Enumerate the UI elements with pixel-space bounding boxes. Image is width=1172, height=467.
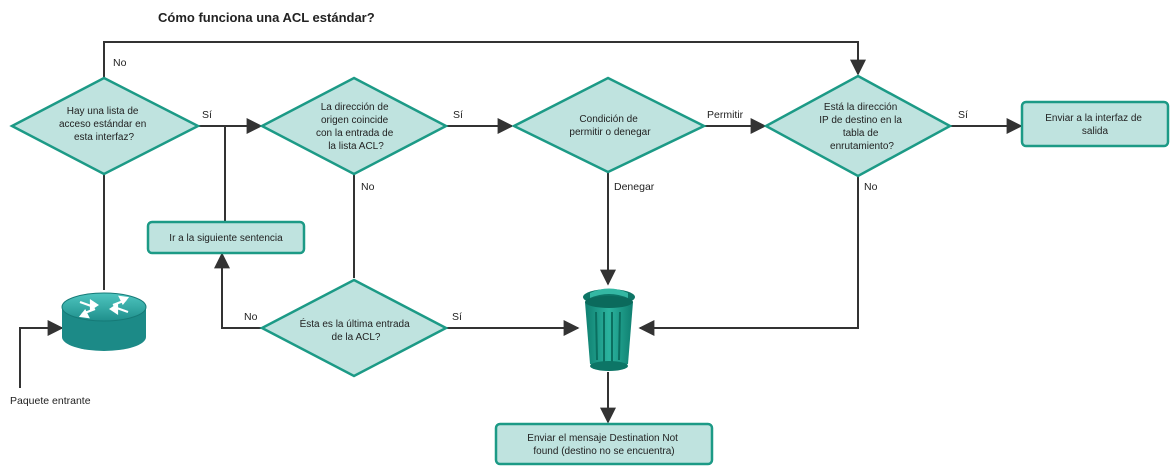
d2-line-1: La dirección de xyxy=(321,102,389,113)
edge-incoming-to-router xyxy=(19,320,64,388)
b-notfound-line-1: Enviar el mensaje Destination Not xyxy=(527,433,678,444)
svg-text:Ésta es la última entrada: Ésta es la última entrada de la ACL? xyxy=(300,317,413,343)
b-notfound-line-2: found (destino no se encuentra) xyxy=(533,446,674,457)
d1-line-2: acceso estándar en xyxy=(59,119,146,130)
b-out-line-2: salida xyxy=(1082,126,1109,137)
d4-line-3: tabla de xyxy=(843,128,879,139)
d3-line-2: permitir o denegar xyxy=(569,127,651,138)
box-destination-not-found: Enviar el mensaje Destination Not found … xyxy=(494,422,714,466)
svg-text:La dirección de origen c: La dirección de origen coincide con la e… xyxy=(316,102,396,152)
decision-d1: Hay una lista de acceso estándar en esta… xyxy=(9,76,201,176)
decision-d4: Está la dirección IP de destino en la ta… xyxy=(763,74,953,178)
label-si-1: Sí xyxy=(202,109,212,121)
svg-text:Ir a la siguiente sentencia: Ir a la siguiente sentencia xyxy=(169,233,283,244)
svg-text:Está la dirección IP de: Está la dirección IP de destino en la ta… xyxy=(819,102,904,152)
svg-text:Hay una lista de acceso: Hay una lista de acceso estándar en esta… xyxy=(59,106,149,143)
box-next-statement: Ir a la siguiente sentencia xyxy=(146,220,306,255)
label-no-d2: No xyxy=(361,181,375,193)
d1-line-3: esta interfaz? xyxy=(74,132,134,143)
label-no-d5: No xyxy=(244,311,258,323)
diagram-title: Cómo funciona una ACL estándar? xyxy=(158,10,375,25)
svg-text:Condición de permitir o: Condición de permitir o denegar xyxy=(569,114,651,138)
decision-d3: Condición de permitir o denegar xyxy=(511,76,707,174)
d3-line-1: Condición de xyxy=(579,114,638,125)
b-next-line-1: Ir a la siguiente sentencia xyxy=(169,233,283,244)
connectors xyxy=(19,41,1023,424)
b-out-line-1: Enviar a la interfaz de xyxy=(1045,113,1142,124)
d2-line-3: con la entrada de xyxy=(316,128,394,139)
decision-d5: Ésta es la última entrada de la ACL? xyxy=(259,278,449,378)
trash-can-icon xyxy=(583,288,635,371)
d4-line-4: enrutamiento? xyxy=(830,141,894,152)
edge-d1-no-to-d4 xyxy=(103,41,866,78)
label-si-d5: Sí xyxy=(452,311,462,323)
label-permitir: Permitir xyxy=(707,109,744,121)
d1-line-1: Hay una lista de xyxy=(67,106,139,117)
d4-line-2: IP de destino en la xyxy=(819,115,902,126)
router-icon xyxy=(61,292,147,351)
box-output-interface: Enviar a la interfaz de salida xyxy=(1020,100,1170,148)
label-no-d4: No xyxy=(864,181,878,193)
label-denegar: Denegar xyxy=(614,181,655,193)
d2-line-4: la lista ACL? xyxy=(328,141,384,152)
label-no-top: No xyxy=(113,57,127,69)
label-incoming-packet: Paquete entrante xyxy=(10,395,91,407)
edge-d4-no-to-trash xyxy=(638,176,859,336)
d2-line-2: origen coincide xyxy=(321,115,389,126)
decision-d2: La dirección de origen coincide con la e… xyxy=(259,76,449,176)
d5-line-1: Ésta es la última entrada xyxy=(300,317,410,330)
label-si-4: Sí xyxy=(958,109,968,121)
edge-d5-no-to-next xyxy=(214,252,262,329)
d4-line-1: Está la dirección xyxy=(824,102,897,113)
svg-text:Enviar a la interfaz de: Enviar a la interfaz de salida xyxy=(1045,113,1145,137)
svg-text:Enviar el mensaje Destination: Enviar el mensaje Destination Not found … xyxy=(527,433,680,457)
d5-line-2: de la ACL? xyxy=(332,332,381,343)
label-si-2: Sí xyxy=(453,109,463,121)
